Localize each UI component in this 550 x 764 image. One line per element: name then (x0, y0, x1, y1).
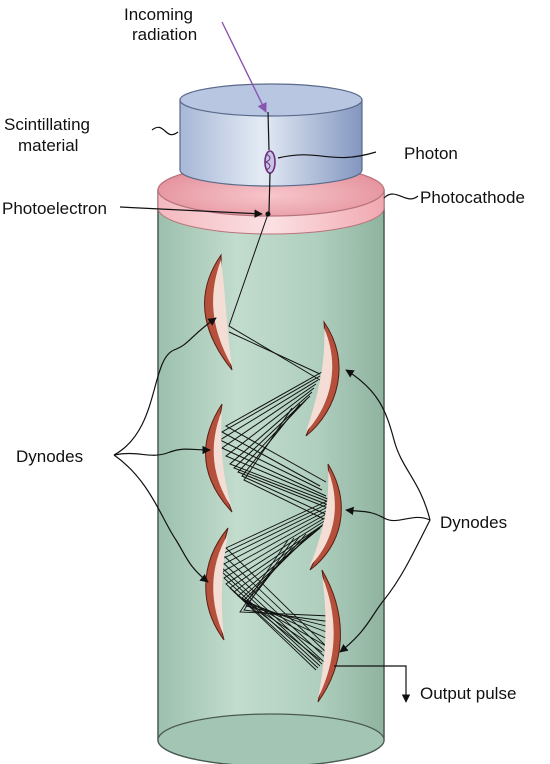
dynode-5 (205, 527, 229, 641)
label-photocathode: Photocathode (420, 188, 525, 207)
label-incoming-line1: Incoming (124, 5, 193, 24)
dynode-3 (205, 403, 233, 513)
label-dynodes-right: Dynodes (440, 513, 507, 532)
incoming-radiation-arrow (221, 21, 267, 113)
scintillator-cylinder (179, 83, 363, 187)
photon-path (268, 172, 271, 213)
dynodes-right-leader-2 (345, 506, 431, 522)
dynodes-left-leader-2 (113, 445, 211, 456)
radiation-path (267, 111, 270, 151)
dynodes-left-leader-3 (113, 454, 209, 583)
dynodes-right-leader-1 (345, 369, 431, 521)
photon-icon (264, 150, 276, 174)
label-scintillating-line1: Scintillating (4, 115, 90, 134)
label-output-pulse: Output pulse (420, 684, 516, 703)
output-pulse-line (334, 665, 411, 703)
dynode-1 (204, 253, 233, 371)
dynode-6 (317, 569, 341, 703)
photoelectron-leader (119, 206, 263, 218)
dynodes-left-leader-1 (113, 317, 217, 456)
label-incoming-line2: radiation (132, 25, 197, 44)
electron-cascade (218, 213, 339, 523)
dynodes-right-leader-3 (339, 519, 431, 653)
dynode-4 (309, 463, 342, 571)
label-photoelectron: Photoelectron (2, 199, 107, 218)
tube-body (157, 189, 385, 764)
label-scintillating-line2: material (18, 136, 78, 155)
label-dynodes-left: Dynodes (16, 447, 83, 466)
photon-leader (277, 151, 377, 159)
photocathode-leader (383, 193, 419, 200)
label-photon: Photon (404, 144, 458, 163)
dynode-2 (305, 320, 340, 437)
leader-lines (113, 126, 431, 703)
scint-leader (151, 126, 179, 136)
